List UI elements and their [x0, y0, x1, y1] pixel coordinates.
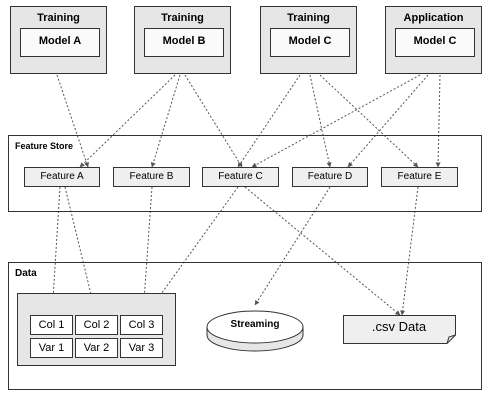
table-col-1: Col 1	[30, 315, 73, 335]
link-featureA-col1	[49, 186, 61, 316]
model-box-2-name: Model B	[144, 28, 224, 57]
link-featureC-csv	[244, 186, 401, 316]
model-box-2: Training Model B	[134, 6, 231, 74]
model-box-4-title: Application	[403, 12, 464, 24]
link-modelC-featureC	[237, 74, 301, 168]
feature-a: Feature A	[24, 167, 100, 187]
link-app-featureD	[347, 74, 429, 168]
feature-store-panel: Feature Store	[8, 135, 482, 212]
table-col-2: Col 2	[75, 315, 118, 335]
table-var-2: Var 2	[75, 338, 118, 358]
csv-document-icon	[343, 315, 456, 344]
model-box-3-title: Training	[287, 12, 330, 24]
link-featureE-csv	[400, 186, 419, 316]
model-box-1: Training Model A	[10, 6, 107, 74]
model-box-4-name: Model C	[395, 28, 475, 57]
link-featureB-col3	[140, 186, 153, 316]
link-app-featureE	[435, 74, 441, 168]
link-featureD-streaming	[254, 186, 331, 306]
streaming-label: Streaming	[230, 319, 280, 330]
model-box-1-title: Training	[37, 12, 80, 24]
feature-e: Feature E	[381, 167, 458, 187]
csv-label: .csv Data	[371, 319, 427, 334]
link-modelA-featureA	[56, 74, 89, 168]
table-col-3: Col 3	[120, 315, 163, 335]
feature-d: Feature D	[292, 167, 368, 187]
feature-b: Feature B	[113, 167, 190, 187]
table-var-1: Var 1	[30, 338, 73, 358]
model-box-2-title: Training	[161, 12, 204, 24]
streaming-store-icon	[206, 310, 304, 352]
data-title: Data	[15, 268, 37, 279]
model-box-1-name: Model A	[20, 28, 100, 57]
table-var-3: Var 3	[120, 338, 163, 358]
model-box-4: Application Model C	[385, 6, 482, 74]
model-box-3: Training Model C	[260, 6, 357, 74]
link-modelC-featureE	[319, 74, 419, 168]
feature-c: Feature C	[202, 167, 279, 187]
data-panel: Data	[8, 262, 482, 390]
model-box-3-name: Model C	[270, 28, 350, 57]
feature-store-title: Feature Store	[15, 141, 74, 151]
link-modelB-featureB	[150, 74, 181, 168]
